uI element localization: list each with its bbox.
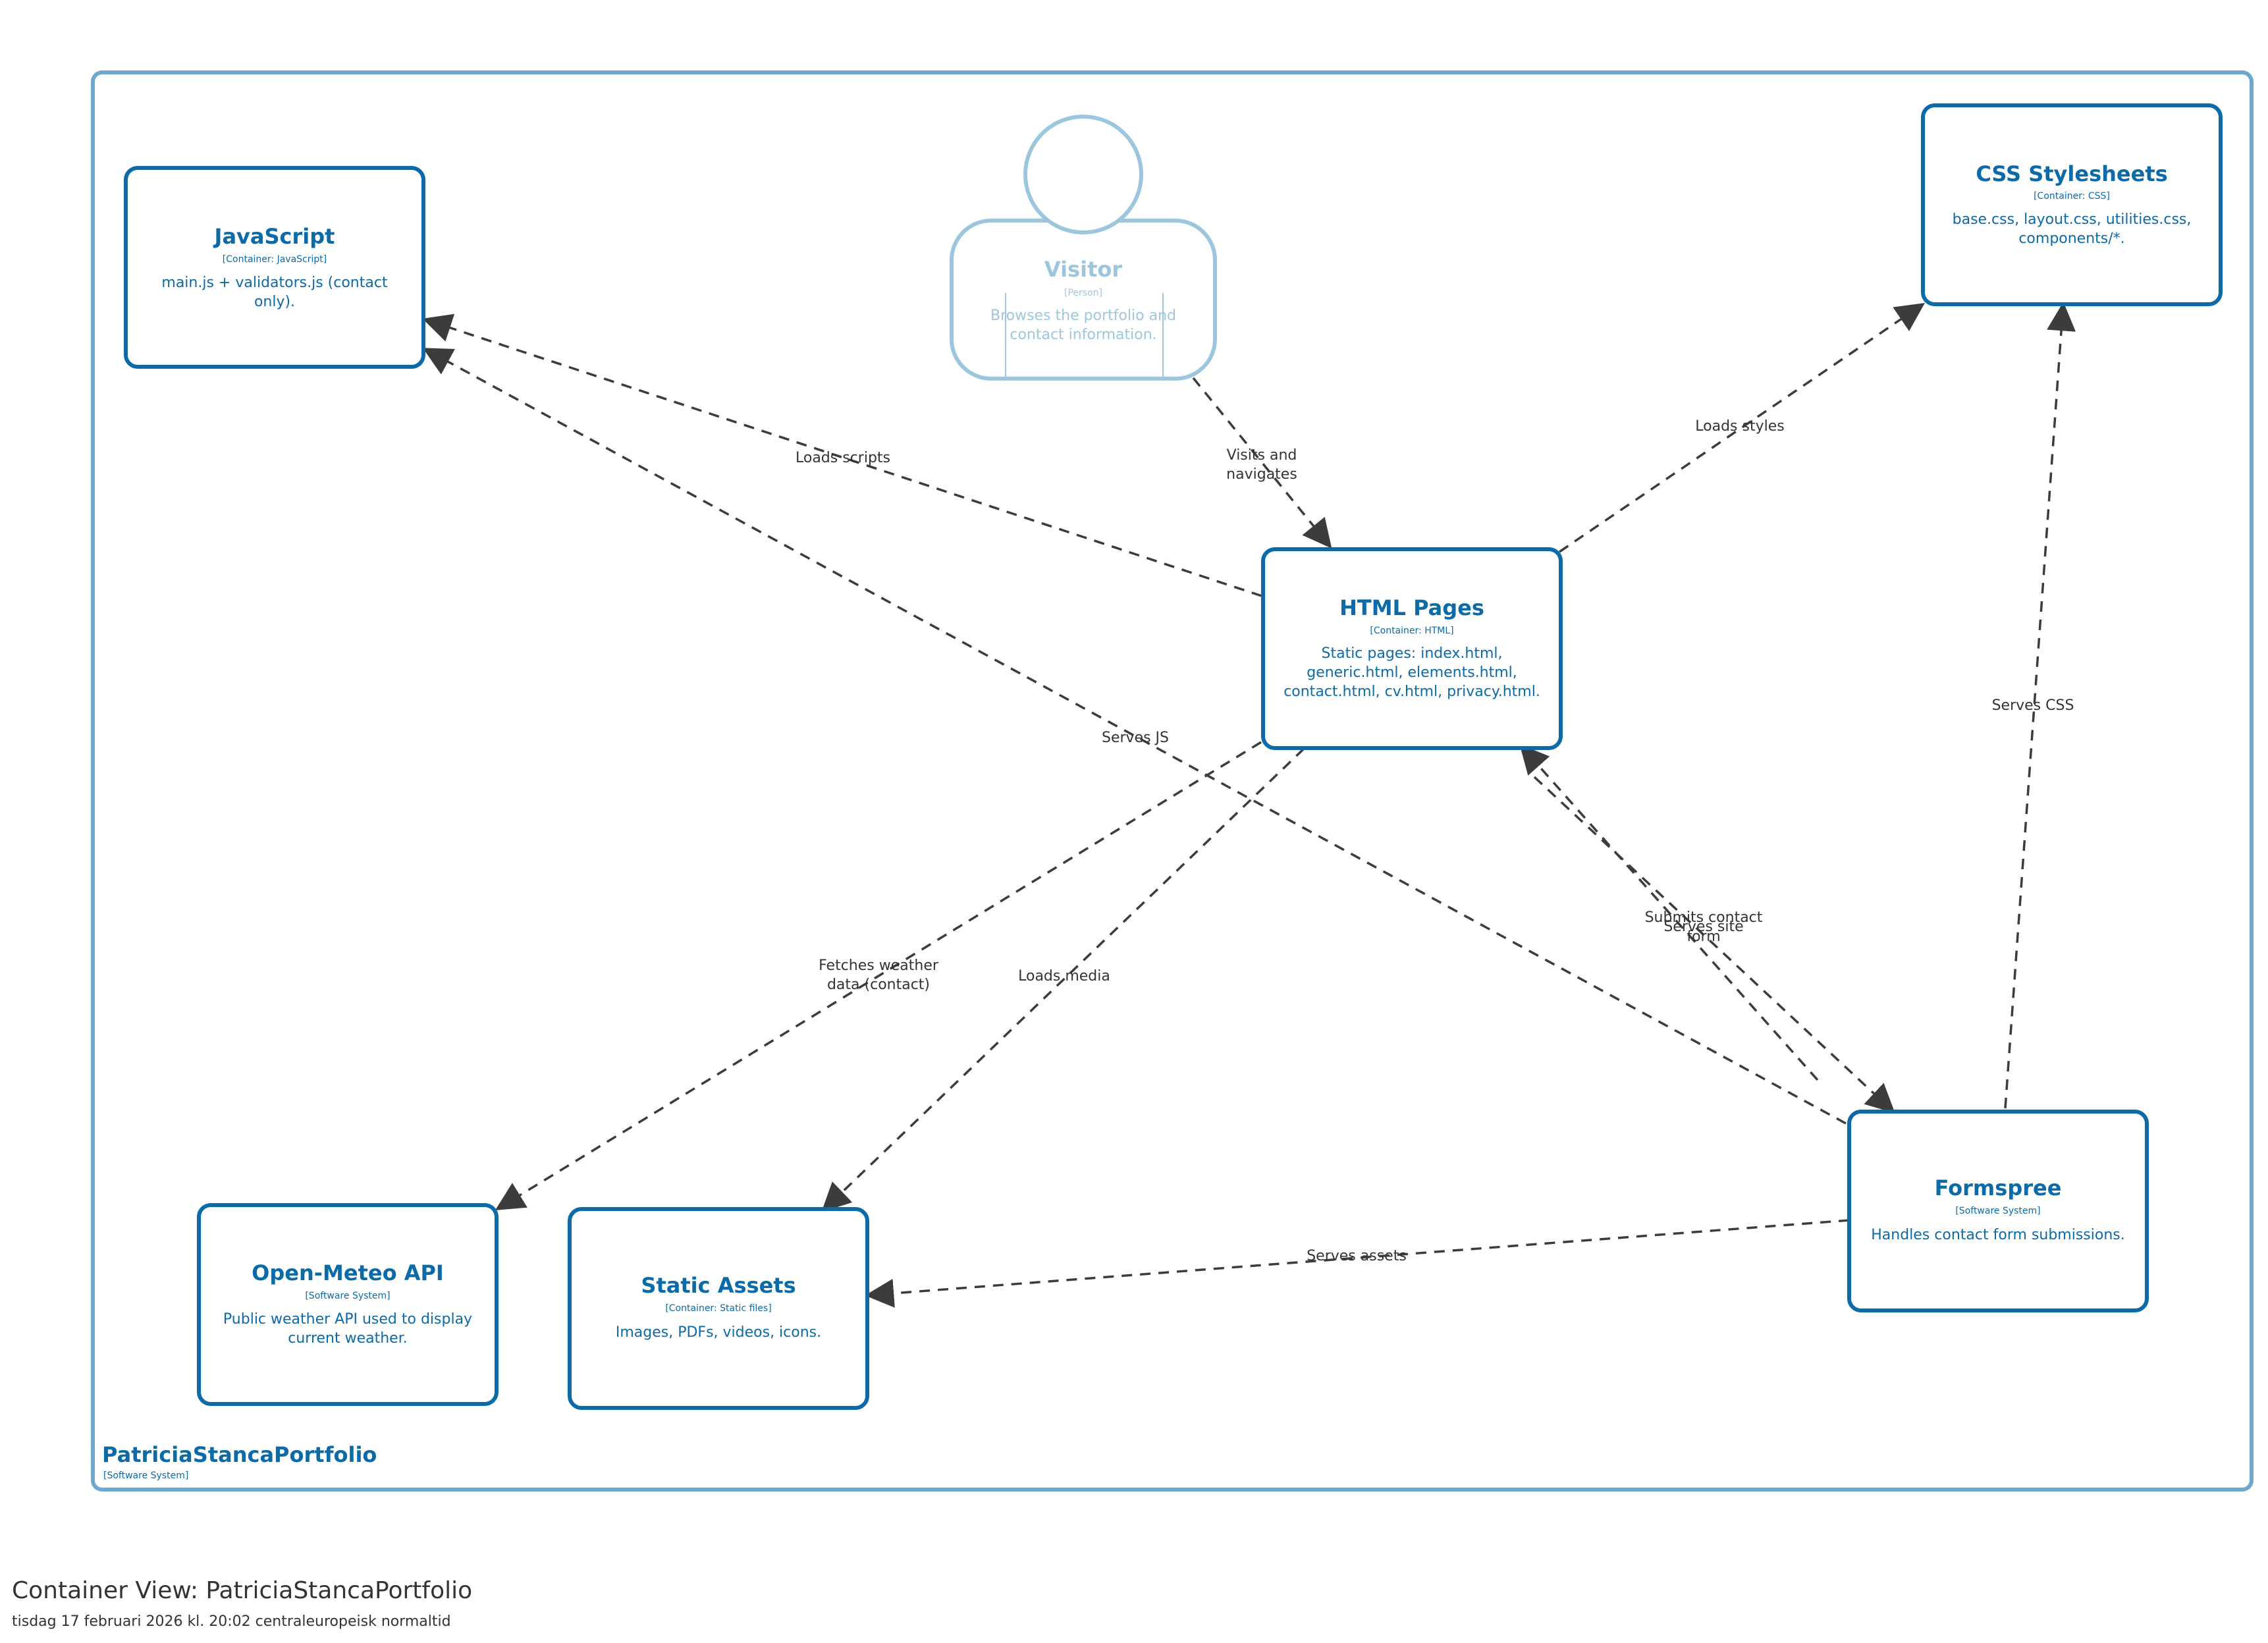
node-html[interactable]: HTML Pages [Container: HTML] Static page…: [1261, 547, 1563, 750]
person-body: [950, 219, 1217, 381]
view-title: Container View: PatriciaStancaPortfolio: [12, 1577, 473, 1604]
html-tech: [Container: HTML]: [1370, 626, 1453, 636]
assets-desc: Images, PDFs, videos, icons.: [616, 1324, 821, 1341]
edge-formspree-to-css: [2004, 302, 2076, 1109]
javascript-box: [124, 166, 425, 369]
label-loads-media: Loads media: [1018, 968, 1110, 984]
node-assets[interactable]: Static Assets [Container: Static files] …: [568, 1207, 869, 1410]
node-css[interactable]: CSS Stylesheets [Container: CSS] base.cs…: [1921, 103, 2223, 306]
openmeteo-title: Open-Meteo API: [252, 1260, 444, 1285]
system-boundary: [91, 70, 2254, 1492]
label-serves-js: Serves JS: [1102, 730, 1169, 746]
javascript-title: JavaScript: [213, 224, 335, 249]
label-loads-scripts: Loads scripts: [796, 450, 890, 466]
assets-tech: [Container: Static files]: [665, 1303, 771, 1314]
label-serves-assets: Serves assets: [1307, 1248, 1407, 1264]
boundary-title: PatriciaStancaPortfolio: [102, 1442, 377, 1467]
formspree-title: Formspree: [1935, 1175, 2062, 1200]
css-desc: base.css, layout.css, utilities.css,comp…: [1953, 211, 2192, 247]
assets-title: Static Assets: [641, 1273, 796, 1298]
edge-formspree-to-javascript: [422, 348, 1847, 1125]
edge-formspree-to-html: [1519, 744, 1819, 1081]
formspree-desc: Handles contact form submissions.: [1871, 1227, 2124, 1243]
css-box: [1921, 103, 2223, 306]
node-formspree[interactable]: Formspree [Software System] Handles cont…: [1847, 1110, 2149, 1312]
label-serves-site: Serves site: [1663, 919, 1743, 935]
node-openmeteo[interactable]: Open-Meteo API [Software System] Public …: [197, 1203, 499, 1406]
label-serves-css: Serves CSS: [1992, 697, 2074, 714]
openmeteo-box: [197, 1203, 499, 1406]
assets-box: [568, 1207, 869, 1410]
boundary-tech: [Software System]: [103, 1470, 188, 1481]
node-javascript[interactable]: JavaScript [Container: JavaScript] main.…: [124, 166, 425, 369]
person-head: [1023, 115, 1143, 234]
visitor-title: Visitor: [1044, 257, 1122, 282]
edges: [422, 302, 2076, 1308]
edge-html-to-openmeteo: [495, 741, 1262, 1210]
edge-html-to-assets: [821, 747, 1305, 1212]
label-loads-styles: Loads styles: [1695, 418, 1784, 435]
javascript-tech: [Container: JavaScript]: [223, 254, 327, 265]
html-desc: Static pages: index.html,generic.html, e…: [1283, 645, 1540, 700]
css-tech: [Container: CSS]: [2034, 191, 2110, 202]
formspree-box: [1847, 1110, 2149, 1312]
css-title: CSS Stylesheets: [1976, 161, 2167, 186]
html-box: [1261, 547, 1563, 750]
edge-formspree-to-assets: [865, 1219, 1850, 1308]
html-title: HTML Pages: [1339, 595, 1484, 620]
view-timestamp: tisdag 17 februari 2026 kl. 20:02 centra…: [12, 1613, 451, 1630]
edge-html-to-formspree: [1533, 776, 1895, 1114]
visitor-tech: [Person]: [1064, 288, 1102, 298]
openmeteo-tech: [Software System]: [305, 1291, 390, 1301]
node-visitor[interactable]: Visitor [Person] Browses the portfolio a…: [950, 115, 1217, 381]
formspree-tech: [Software System]: [1955, 1206, 2040, 1216]
